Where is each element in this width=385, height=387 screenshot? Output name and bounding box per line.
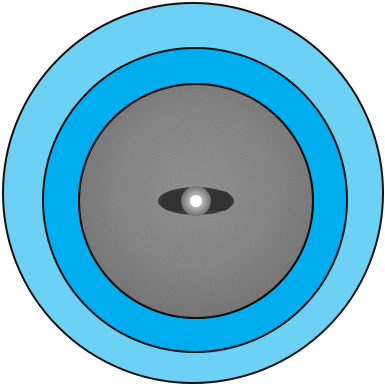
center-core <box>190 195 202 207</box>
